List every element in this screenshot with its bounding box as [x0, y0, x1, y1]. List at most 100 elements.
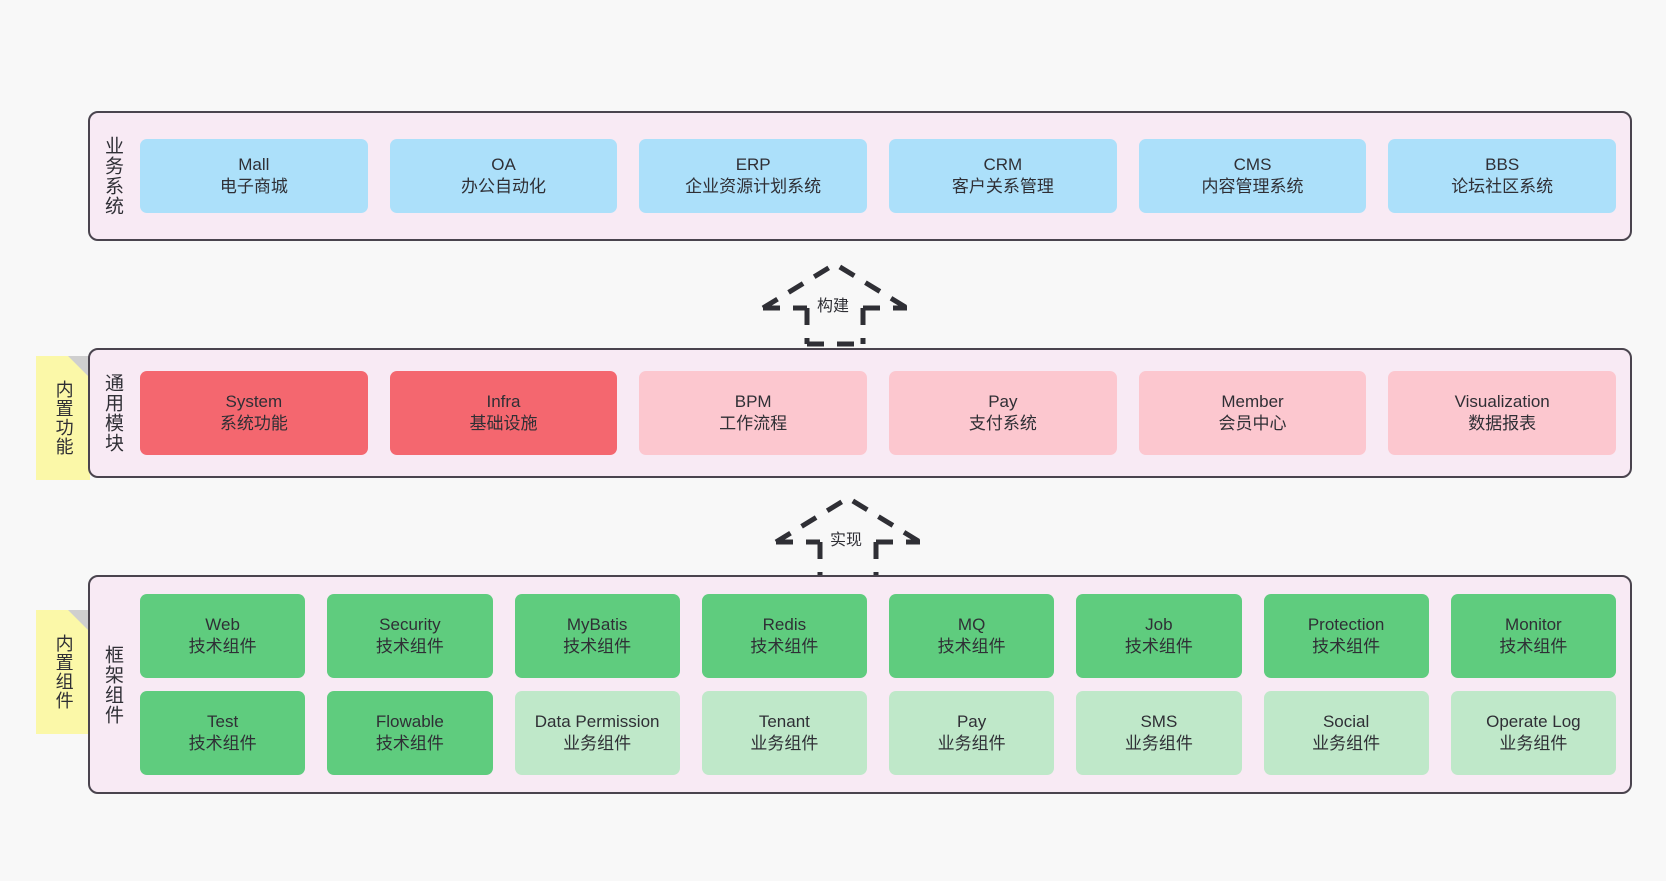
card-infra-en: Infra: [486, 392, 521, 412]
layer-common-modules: 通用模块 System 系统功能 Infra 基础设施 BPM 工作流程 Pay…: [88, 348, 1632, 478]
card-mybatis[interactable]: MyBatis 技术组件: [514, 594, 680, 678]
card-crm-en: CRM: [983, 155, 1023, 175]
card-pay-module[interactable]: Pay 支付系统: [889, 371, 1117, 455]
layer-body-framework-components: Web 技术组件 Security 技术组件 MyBatis 技术组件 Redi…: [134, 577, 1630, 792]
card-erp-en: ERP: [735, 155, 771, 175]
card-cms-en: CMS: [1233, 155, 1272, 175]
card-system-cn: 系统功能: [219, 414, 288, 433]
layer-body-business-systems: Mall 电子商城 OA 办公自动化 ERP 企业资源计划系统 CRM 客户关系…: [134, 113, 1630, 239]
card-pay-component-en: Pay: [956, 712, 987, 732]
layer-framework-components: 框架组件 Web 技术组件 Security 技术组件 MyBatis 技术组件…: [88, 575, 1632, 794]
arrow-label-build: 构建: [817, 298, 850, 315]
card-mq-en: MQ: [957, 615, 986, 635]
card-tenant[interactable]: Tenant 业务组件: [701, 691, 867, 775]
card-redis-en: Redis: [762, 615, 807, 635]
card-infra-cn: 基础设施: [469, 414, 538, 433]
card-oa-en: OA: [491, 155, 516, 175]
card-data-permission[interactable]: Data Permission 业务组件: [514, 691, 680, 775]
card-oa[interactable]: OA 办公自动化: [389, 139, 618, 213]
card-monitor[interactable]: Monitor 技术组件: [1450, 594, 1616, 678]
card-social-cn: 业务组件: [1312, 734, 1381, 753]
card-security-en: Security: [379, 615, 441, 635]
card-mall-cn: 电子商城: [219, 177, 288, 196]
card-mq-cn: 技术组件: [937, 637, 1006, 656]
sticky-note-builtin-function-text: 内置功能: [53, 380, 74, 456]
card-cms[interactable]: CMS 内容管理系统: [1138, 139, 1367, 213]
card-operate-log[interactable]: Operate Log 业务组件: [1450, 691, 1616, 775]
card-bpm[interactable]: BPM 工作流程: [639, 371, 868, 455]
card-mybatis-cn: 技术组件: [563, 637, 632, 656]
card-bbs[interactable]: BBS 论坛社区系统: [1388, 139, 1617, 213]
page-fold-icon: [68, 610, 90, 632]
card-bpm-en: BPM: [734, 392, 772, 412]
card-tenant-en: Tenant: [758, 712, 810, 732]
card-data-permission-cn: 业务组件: [563, 734, 632, 753]
card-redis[interactable]: Redis 技术组件: [701, 594, 867, 678]
card-flowable-en: Flowable: [375, 712, 444, 732]
card-flowable[interactable]: Flowable 技术组件: [327, 691, 493, 775]
sticky-note-builtin-component-text: 内置组件: [53, 634, 74, 710]
framework-tech-row: Web 技术组件 Security 技术组件 MyBatis 技术组件 Redi…: [140, 594, 1616, 678]
card-system-en: System: [225, 392, 283, 412]
card-bbs-en: BBS: [1485, 155, 1520, 175]
card-job-cn: 技术组件: [1124, 637, 1193, 656]
card-member-en: Member: [1221, 392, 1284, 412]
card-visualization-en: Visualization: [1454, 392, 1550, 412]
card-flowable-cn: 技术组件: [375, 734, 444, 753]
card-operate-log-en: Operate Log: [1486, 712, 1581, 732]
card-social-en: Social: [1322, 712, 1370, 732]
page-fold-icon: [68, 356, 90, 378]
card-web-en: Web: [205, 615, 240, 635]
card-mall[interactable]: Mall 电子商城: [140, 139, 368, 213]
card-sms-cn: 业务组件: [1124, 734, 1193, 753]
card-sms[interactable]: SMS 业务组件: [1076, 691, 1242, 775]
framework-business-row: Test 技术组件 Flowable 技术组件 Data Permission …: [140, 691, 1616, 775]
card-protection[interactable]: Protection 技术组件: [1263, 594, 1429, 678]
card-erp-cn: 企业资源计划系统: [685, 177, 822, 196]
card-mybatis-en: MyBatis: [566, 615, 628, 635]
card-member[interactable]: Member 会员中心: [1138, 371, 1367, 455]
card-oa-cn: 办公自动化: [461, 177, 546, 196]
card-mq[interactable]: MQ 技术组件: [889, 594, 1055, 678]
sticky-note-builtin-component: 内置组件: [36, 610, 90, 734]
card-job-en: Job: [1145, 615, 1173, 635]
card-test-cn: 技术组件: [188, 734, 257, 753]
layer-business-systems: 业务系统 Mall 电子商城 OA 办公自动化 ERP 企业资源计划系统 CRM…: [88, 111, 1632, 241]
card-web[interactable]: Web 技术组件: [140, 594, 306, 678]
card-job[interactable]: Job 技术组件: [1076, 594, 1242, 678]
arrow-label-implement: 实现: [830, 532, 863, 549]
card-pay-component[interactable]: Pay 业务组件: [889, 691, 1055, 775]
card-protection-cn: 技术组件: [1312, 637, 1381, 656]
card-visualization-cn: 数据报表: [1468, 414, 1537, 433]
card-data-permission-en: Data Permission: [534, 712, 660, 732]
common-modules-row: System 系统功能 Infra 基础设施 BPM 工作流程 Pay 支付系统…: [140, 371, 1617, 455]
card-mall-en: Mall: [238, 155, 270, 175]
business-systems-row: Mall 电子商城 OA 办公自动化 ERP 企业资源计划系统 CRM 客户关系…: [140, 139, 1617, 213]
card-pay-module-cn: 支付系统: [968, 414, 1037, 433]
card-web-cn: 技术组件: [188, 637, 257, 656]
layer-title-common-modules: 通用模块: [102, 373, 124, 453]
card-cms-cn: 内容管理系统: [1201, 177, 1304, 196]
card-operate-log-cn: 业务组件: [1499, 734, 1568, 753]
card-security-cn: 技术组件: [375, 637, 444, 656]
card-tenant-cn: 业务组件: [750, 734, 819, 753]
layer-body-common-modules: System 系统功能 Infra 基础设施 BPM 工作流程 Pay 支付系统…: [134, 350, 1630, 476]
card-infra[interactable]: Infra 基础设施: [389, 371, 618, 455]
card-redis-cn: 技术组件: [750, 637, 819, 656]
card-sms-en: SMS: [1140, 712, 1178, 732]
card-monitor-en: Monitor: [1505, 615, 1562, 635]
card-security[interactable]: Security 技术组件: [327, 594, 493, 678]
card-visualization[interactable]: Visualization 数据报表: [1388, 371, 1617, 455]
card-erp[interactable]: ERP 企业资源计划系统: [639, 139, 868, 213]
card-protection-en: Protection: [1307, 615, 1385, 635]
card-crm[interactable]: CRM 客户关系管理: [889, 139, 1117, 213]
card-member-cn: 会员中心: [1218, 414, 1287, 433]
card-bbs-cn: 论坛社区系统: [1451, 177, 1554, 196]
card-social[interactable]: Social 业务组件: [1263, 691, 1429, 775]
card-test-en: Test: [207, 712, 239, 732]
sticky-note-builtin-function: 内置功能: [36, 356, 90, 480]
card-system[interactable]: System 系统功能: [140, 371, 368, 455]
layer-title-framework-components: 框架组件: [102, 644, 124, 725]
card-test[interactable]: Test 技术组件: [140, 691, 306, 775]
